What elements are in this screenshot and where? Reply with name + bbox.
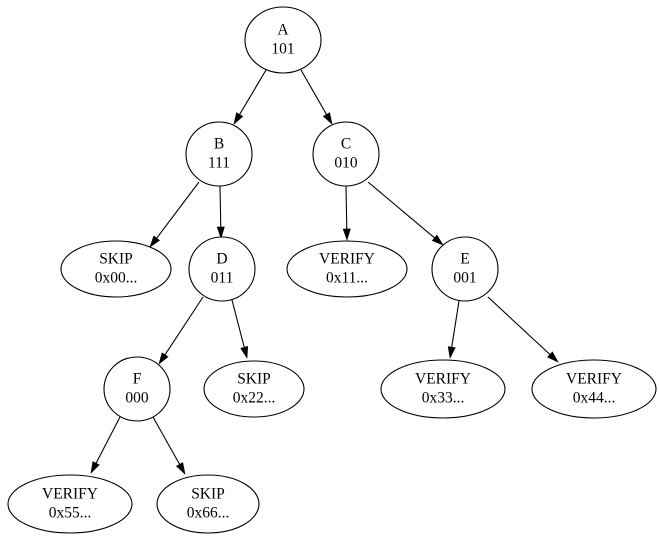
node-f[interactable]: F 000 (103, 356, 171, 422)
node-label-primary: C (341, 136, 351, 153)
node-label-secondary: 0x66... (187, 505, 230, 522)
node-label-primary: F (133, 371, 142, 388)
node-circle[interactable] (103, 356, 171, 422)
edge-arrowhead (546, 351, 559, 363)
node-label-secondary: 0x11... (326, 270, 368, 287)
node-circle[interactable] (244, 6, 322, 74)
node-label-secondary: 0x33... (422, 390, 465, 407)
node-label-primary: SKIP (99, 251, 133, 268)
edge-line (231, 299, 246, 350)
node-label-secondary: 0x22... (233, 390, 276, 407)
node-v3[interactable]: VERIFY 0x33... (380, 359, 506, 419)
edge-arrowhead (149, 235, 161, 248)
node-label-primary: SKIP (191, 486, 225, 503)
edge-line (300, 69, 328, 117)
node-label-secondary: 0x55... (49, 505, 92, 522)
node-label-primary: VERIFY (319, 251, 375, 268)
edge-d-to-f (158, 296, 204, 365)
node-ellipse[interactable] (7, 474, 133, 534)
node-label-secondary: 0x00... (95, 270, 138, 287)
edge-layer (90, 69, 559, 475)
edge-b-to-d (216, 185, 225, 239)
edge-e-to-v3 (447, 300, 460, 359)
node-label-secondary: 011 (211, 270, 234, 287)
edge-line (238, 69, 267, 117)
node-circle[interactable] (188, 236, 256, 302)
node-label-primary: A (277, 22, 289, 39)
node-circle[interactable] (312, 121, 380, 187)
node-a[interactable]: A 101 (244, 6, 322, 74)
node-label-primary: VERIFY (566, 371, 622, 388)
node-label-primary: E (460, 251, 469, 268)
node-label-primary: SKIP (237, 371, 271, 388)
node-layer: A101B111C010SKIP0x00...D011VERIFY0x11...… (7, 6, 657, 534)
edge-a-to-b (233, 69, 267, 125)
node-ellipse[interactable] (380, 359, 506, 419)
node-ellipse[interactable] (286, 240, 408, 298)
edge-arrowhead (175, 462, 186, 475)
node-label-secondary: 111 (208, 155, 230, 172)
node-label-primary: VERIFY (42, 486, 98, 503)
edge-line (219, 185, 222, 230)
edge-arrowhead (431, 234, 444, 246)
edge-arrowhead (447, 346, 456, 359)
node-ellipse[interactable] (156, 474, 260, 534)
node-label-primary: B (214, 136, 224, 153)
edge-line (487, 296, 552, 357)
node-label-secondary: 101 (271, 41, 294, 58)
node-label-secondary: 001 (453, 270, 476, 287)
edge-line (163, 296, 204, 357)
node-s0[interactable]: SKIP 0x00... (60, 240, 172, 298)
edge-line (154, 181, 200, 241)
node-s6[interactable]: SKIP 0x66... (156, 474, 260, 534)
node-label-primary: VERIFY (415, 371, 471, 388)
edge-arrowhead (90, 461, 100, 474)
node-label-primary: D (216, 251, 227, 268)
edge-arrowhead (158, 352, 169, 365)
node-s2[interactable]: SKIP 0x22... (203, 360, 305, 418)
edge-line (152, 416, 182, 467)
node-label-secondary: 0x44... (573, 390, 616, 407)
edge-arrowhead (240, 346, 249, 359)
node-c[interactable]: C 010 (312, 121, 380, 187)
edge-arrowhead (342, 228, 351, 241)
edge-line (367, 181, 437, 240)
edge-line (94, 416, 121, 466)
edge-c-to-e (367, 181, 444, 246)
edge-line (450, 300, 460, 350)
node-v4[interactable]: VERIFY 0x44... (531, 359, 657, 419)
edge-f-to-s6 (152, 416, 186, 475)
node-b[interactable]: B 111 (185, 121, 253, 187)
node-ellipse[interactable] (203, 360, 305, 418)
edge-a-to-c (300, 69, 333, 125)
node-e[interactable]: E 001 (431, 236, 499, 302)
edge-e-to-v4 (487, 296, 559, 363)
node-circle[interactable] (185, 121, 253, 187)
edge-arrowhead (233, 112, 244, 125)
node-v5[interactable]: VERIFY 0x55... (7, 474, 133, 534)
edge-c-to-v1 (342, 185, 351, 241)
edge-line (345, 185, 348, 232)
node-label-secondary: 000 (125, 390, 149, 407)
node-d[interactable]: D 011 (188, 236, 256, 302)
edge-arrowhead (216, 226, 225, 239)
edge-f-to-v5 (90, 416, 121, 474)
edge-b-to-s0 (149, 181, 200, 248)
node-label-secondary: 010 (334, 155, 358, 172)
node-circle[interactable] (431, 236, 499, 302)
edge-arrowhead (322, 112, 333, 125)
node-ellipse[interactable] (60, 240, 172, 298)
node-v1[interactable]: VERIFY 0x11... (286, 240, 408, 298)
node-ellipse[interactable] (531, 359, 657, 419)
edge-d-to-s2 (231, 299, 249, 359)
